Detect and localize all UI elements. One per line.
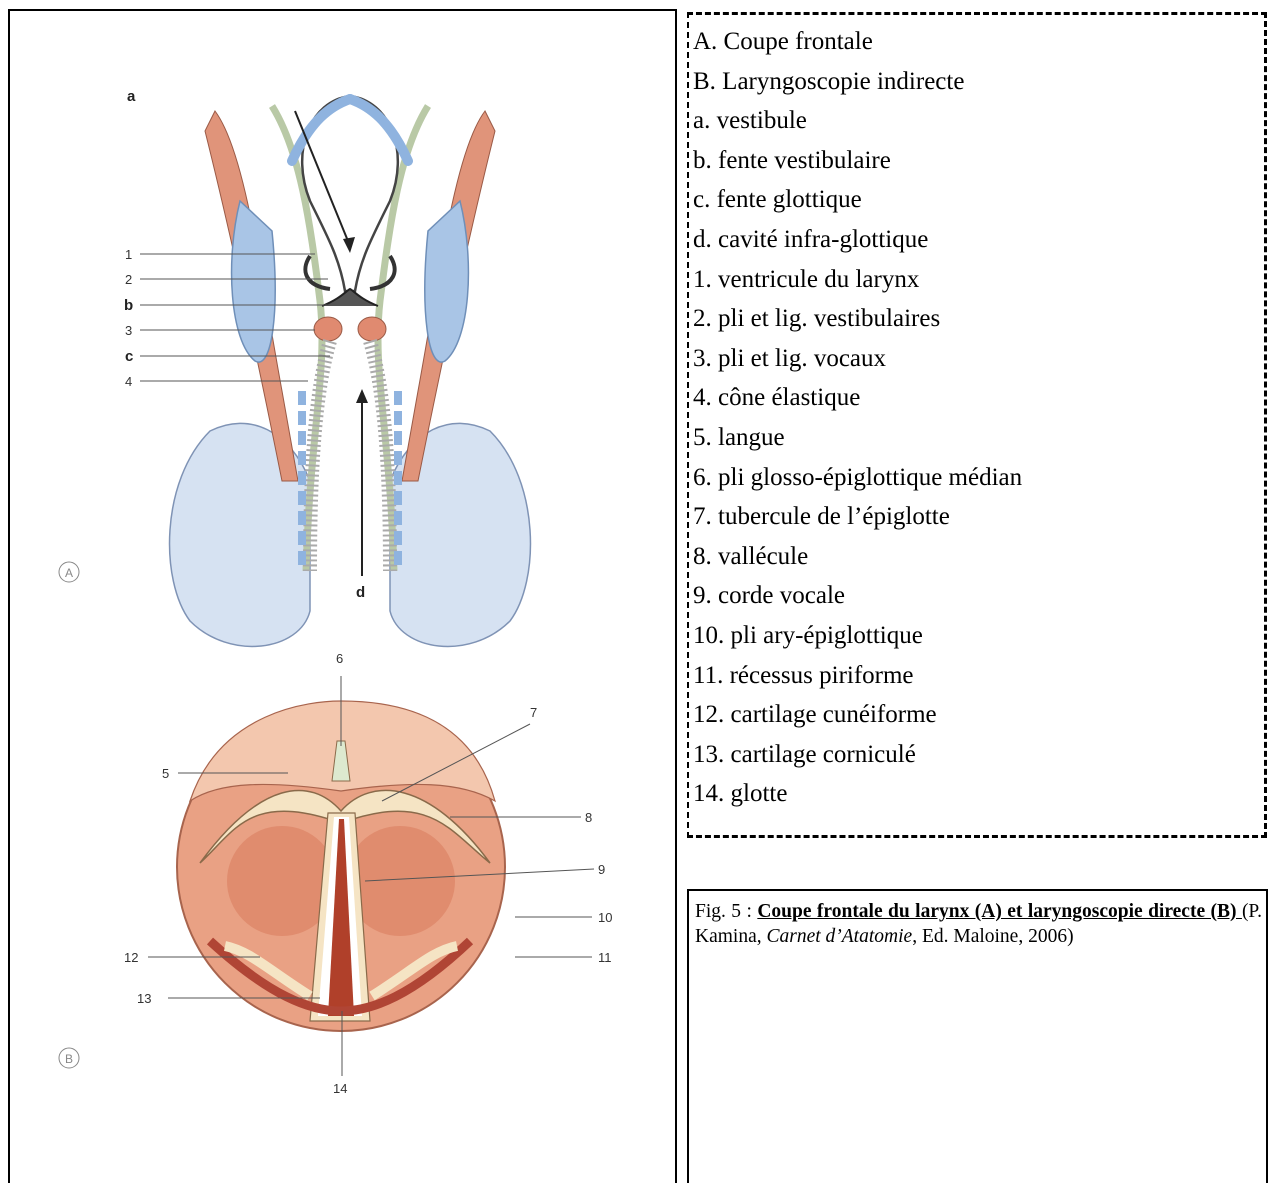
- label-7: 7: [530, 705, 537, 720]
- legend-item: 13. cartilage corniculé: [693, 735, 1264, 775]
- legend-item: 12. cartilage cunéiforme: [693, 695, 1264, 735]
- legend-item: 9. corde vocale: [693, 576, 1264, 616]
- legend-item: 14. glotte: [693, 774, 1264, 814]
- legend-item: A. Coupe frontale: [693, 22, 1264, 62]
- figure-caption: Fig. 5 : Coupe frontale du larynx (A) et…: [695, 899, 1262, 949]
- panel-a-letter: A: [65, 566, 73, 580]
- label-a: a: [127, 88, 136, 105]
- figure-caption-box: Fig. 5 : Coupe frontale du larynx (A) et…: [687, 889, 1268, 1183]
- legend-item: d. cavité infra-glottique: [693, 220, 1264, 260]
- legend-item: 10. pli ary-épiglottique: [693, 616, 1264, 656]
- larynx-illustration: a 1 2 b 3 c 4 d A: [10, 11, 679, 1185]
- label-1: 1: [125, 247, 132, 262]
- legend-item: b. fente vestibulaire: [693, 141, 1264, 181]
- legend-item: 6. pli glosso-épiglottique médian: [693, 458, 1264, 498]
- label-10: 10: [598, 910, 612, 925]
- label-9: 9: [598, 862, 605, 877]
- label-6: 6: [336, 651, 343, 666]
- legend-box: A. Coupe frontale B. Laryngoscopie indir…: [687, 12, 1267, 838]
- label-3: 3: [125, 323, 132, 338]
- label-b: b: [124, 297, 133, 314]
- label-11: 11: [598, 950, 612, 965]
- label-2: 2: [125, 272, 132, 287]
- anatomy-figure-panel: a 1 2 b 3 c 4 d A: [8, 9, 677, 1183]
- laryngoscopy-drawing: [59, 676, 594, 1076]
- caption-prefix: Fig. 5 :: [695, 901, 757, 922]
- legend-item: 5. langue: [693, 418, 1264, 458]
- label-12: 12: [124, 950, 138, 965]
- legend-list: A. Coupe frontale B. Laryngoscopie indir…: [689, 15, 1264, 814]
- legend-item: c. fente glottique: [693, 180, 1264, 220]
- legend-item: 11. récessus piriforme: [693, 656, 1264, 696]
- legend-item: 2. pli et lig. vestibulaires: [693, 299, 1264, 339]
- legend-item: 7. tubercule de l’épiglotte: [693, 497, 1264, 537]
- label-14: 14: [333, 1081, 347, 1096]
- caption-title: Coupe frontale du larynx (A) et laryngos…: [757, 901, 1242, 922]
- panel-b-letter: B: [65, 1052, 73, 1066]
- label-8: 8: [585, 810, 592, 825]
- legend-item: 8. vallécule: [693, 537, 1264, 577]
- frontal-section-drawing: [59, 96, 530, 646]
- legend-item: 4. cône élastique: [693, 378, 1264, 418]
- label-5: 5: [162, 766, 169, 781]
- label-c: c: [125, 348, 133, 365]
- label-13: 13: [137, 991, 151, 1006]
- legend-item: B. Laryngoscopie indirecte: [693, 62, 1264, 102]
- label-4: 4: [125, 374, 132, 389]
- caption-publisher: , Ed. Maloine, 2006): [912, 926, 1073, 947]
- legend-item: a. vestibule: [693, 101, 1264, 141]
- legend-item: 3. pli et lig. vocaux: [693, 339, 1264, 379]
- label-d: d: [356, 584, 365, 601]
- caption-book-title: Carnet d’Atatomie: [766, 926, 912, 947]
- legend-item: 1. ventricule du larynx: [693, 260, 1264, 300]
